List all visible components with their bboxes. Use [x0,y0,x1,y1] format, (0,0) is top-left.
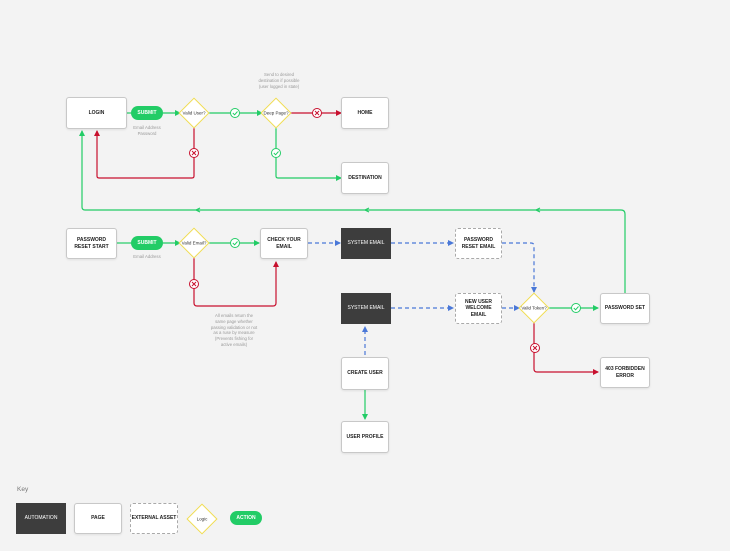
node-login-label: LOGIN [88,109,105,116]
node-system-email-2-label: SYSTEM EMAIL [347,305,385,312]
decision-valid-token[interactable]: Valid Token? [518,292,550,324]
edge-passwordset-login [79,130,626,293]
check-icon [571,303,581,313]
decision-deep-page-label: Deep Page? [263,110,289,116]
decision-valid-token-label: Valid Token? [521,305,547,311]
node-user-profile-label: USER PROFILE [346,433,384,440]
note-all-emails: All emails return the same page whether … [210,313,258,347]
key-logic-label: Logic [196,516,208,522]
node-check-your-email[interactable]: CHECK YOUR EMAIL [260,228,308,259]
node-password-reset-start[interactable]: PASSWORD RESET START [66,228,117,259]
node-create-user-label: CREATE USER [347,370,383,377]
key-action: ACTION [230,511,262,525]
edge-arrow-mid2 [534,207,541,213]
key-automation-label: AUTOMATION [24,515,58,522]
note-deep-page: Send to desired destination if possible … [258,72,300,89]
node-new-user-welcome-email-label: NEW USER WELCOME EMAIL [465,299,492,318]
decision-valid-user[interactable]: Valid User? [178,97,210,129]
node-forbidden-error-label: 403 FORBIDDEN ERROR [605,366,645,379]
node-create-user[interactable]: CREATE USER [341,357,389,390]
node-new-user-welcome-email[interactable]: NEW USER WELCOME EMAIL [455,293,502,324]
edge-validemail-checkemail-fail [193,257,279,307]
submit-reset-label: SUBMIT [137,240,157,246]
decision-valid-email-label: Valid Email? [181,240,207,246]
check-icon [230,238,240,248]
node-password-reset-email-label: PASSWORD RESET EMAIL [461,237,496,250]
edge-arrow-mid3 [194,207,201,213]
node-destination[interactable]: DESTINATION [341,162,389,194]
node-home[interactable]: HOME [341,97,389,129]
key-page-label: PAGE [91,515,105,522]
check-icon [230,108,240,118]
submit-login-button[interactable]: SUBMIT [131,106,163,120]
node-check-your-email-label: CHECK YOUR EMAIL [267,237,301,250]
node-destination-label: DESTINATION [348,174,382,181]
edge-validtoken-forbidden [533,322,599,375]
note-reset-fields: Email Address [133,254,161,259]
node-user-profile[interactable]: USER PROFILE [341,421,389,453]
node-home-label: HOME [357,109,373,116]
node-password-reset-email[interactable]: PASSWORD RESET EMAIL [455,228,502,259]
node-password-set[interactable]: PASSWORD SET [600,293,650,324]
node-password-reset-start-label: PASSWORD RESET START [74,237,109,250]
node-system-email-2[interactable]: SYSTEM EMAIL [341,293,391,324]
key-external-asset: EXTERNAL ASSET [130,503,178,534]
cross-icon [530,343,540,353]
node-password-set-label: PASSWORD SET [604,305,646,312]
key-title: Key [17,486,29,493]
decision-deep-page[interactable]: Deep Page? [260,97,292,129]
key-action-label: ACTION [236,515,256,521]
edge-deeppage-destination [275,127,342,181]
edge-arrow-mid1 [363,207,370,213]
submit-login-label: SUBMIT [137,110,157,116]
node-forbidden-error[interactable]: 403 FORBIDDEN ERROR [600,357,650,388]
edge-resetemail-validtoken [502,242,537,293]
decision-valid-user-label: Valid User? [182,110,206,116]
node-system-email-1[interactable]: SYSTEM EMAIL [341,228,391,259]
check-icon [271,148,281,158]
cross-icon [189,279,199,289]
edge-validuser-login-fail [94,127,195,179]
submit-reset-button[interactable]: SUBMIT [131,236,163,250]
key-logic: Logic [186,503,218,535]
cross-icon [312,108,322,118]
note-login-fields: Email Address Password [133,125,161,136]
key-external-asset-label: EXTERNAL ASSET [131,515,177,522]
key-automation: AUTOMATION [16,503,66,534]
cross-icon [189,148,199,158]
node-system-email-1-label: SYSTEM EMAIL [347,240,385,247]
decision-valid-email[interactable]: Valid Email? [178,227,210,259]
key-page: PAGE [74,503,122,534]
node-login[interactable]: LOGIN [66,97,127,129]
